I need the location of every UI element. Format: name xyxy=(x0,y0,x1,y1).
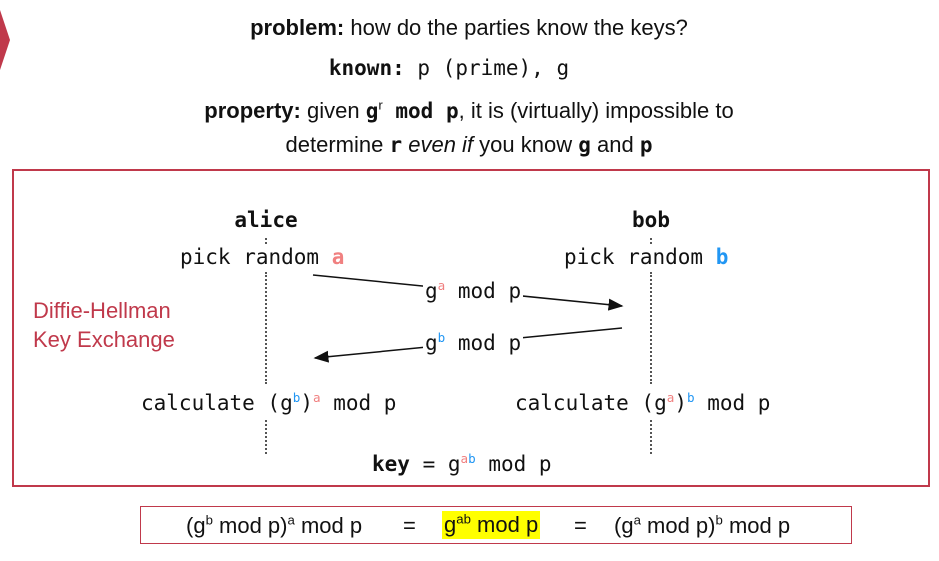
bob-lifeline xyxy=(650,238,652,248)
slide-nav-arrow-icon xyxy=(0,10,10,70)
bob-label: bob xyxy=(632,208,670,232)
equals-sign: = xyxy=(574,513,587,538)
message-g-a: ga mod p xyxy=(423,277,524,303)
alice-label: alice xyxy=(234,208,298,232)
alice-lifeline xyxy=(265,420,267,454)
equation-middle-highlighted: gab mod p xyxy=(442,511,541,539)
known-statement: known: p (prime), g xyxy=(328,56,570,80)
shared-key: key = gab mod p xyxy=(372,450,552,476)
bob-lifeline xyxy=(650,272,652,384)
equals-sign: = xyxy=(403,513,416,538)
alice-calculate: calculate (gb)a mod p xyxy=(141,389,397,415)
property-statement-line2: determine r even if you know g and p xyxy=(285,132,653,157)
diffie-hellman-diagram-frame xyxy=(12,169,930,487)
alice-lifeline xyxy=(265,272,267,384)
equation-right: (ga mod p)b mod p xyxy=(614,512,791,538)
equation-left: (gb mod p)a mod p xyxy=(186,512,363,538)
equivalence-box xyxy=(140,506,852,544)
alice-lifeline xyxy=(265,238,267,248)
message-g-b: gb mod p xyxy=(423,329,524,355)
problem-statement: problem: how do the parties know the key… xyxy=(250,15,688,40)
property-statement: property: given gr mod p, it is (virtual… xyxy=(204,97,734,123)
bob-lifeline xyxy=(650,420,652,454)
bob-calculate: calculate (ga)b mod p xyxy=(515,389,771,415)
bob-pick-random: pick random b xyxy=(564,245,729,269)
alice-pick-random: pick random a xyxy=(180,245,345,269)
